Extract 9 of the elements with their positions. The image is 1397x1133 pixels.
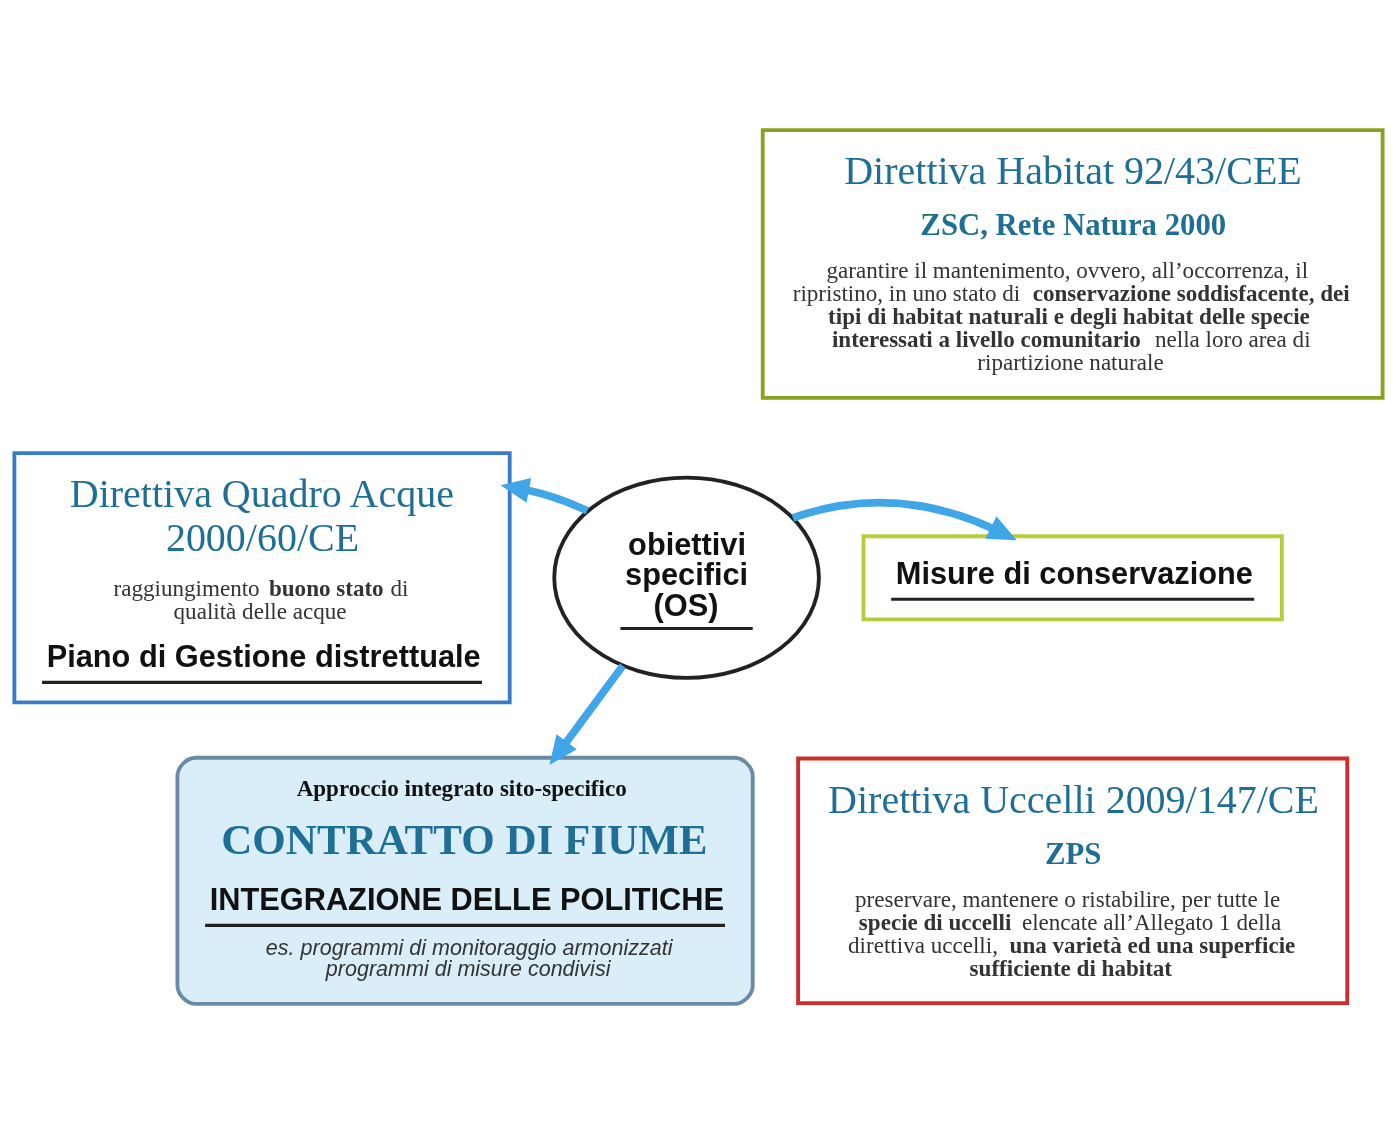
node-box: Approccio integrato sito-specifico CONTRATTO DI FIUME INTEGRAZIONE DELLE POLITICHE es. programmi di monitoraggio armonizzati programmi di misure condivisi [175,755,755,1006]
node-box: Misure di conservazione [861,533,1284,621]
node-box: Direttiva Quadro Acque 2000/60/CE raggiungimento buono stato di qualità delle acque Piano di Gestione distrettuale [12,450,512,704]
arrow [500,477,589,514]
node-box: Direttiva Uccelli 2009/147/CE ZPS preservare, mantenere o ristabilire, per tutte le specie di uccelli elencate all’Allegato 1 della direttiva uccelli, una varietà ed una superficie sufficiente di habitat [796,756,1350,1005]
arrow [791,498,1017,540]
node-box: Direttiva Habitat 92/43/CEE ZSC, Rete Natura 2000 garantire il mantenimento, ovvero, all’occorrenza, il ripristino, in uno stato di conservazione soddisfacente, dei tipi di habitat naturali e degli habitat delle specie interessati a livello comunitario nella loro area di ripartizione naturale [760,127,1385,400]
arrow [549,662,626,765]
node-ellipse: obiettivi specifici (OS) [552,475,821,680]
